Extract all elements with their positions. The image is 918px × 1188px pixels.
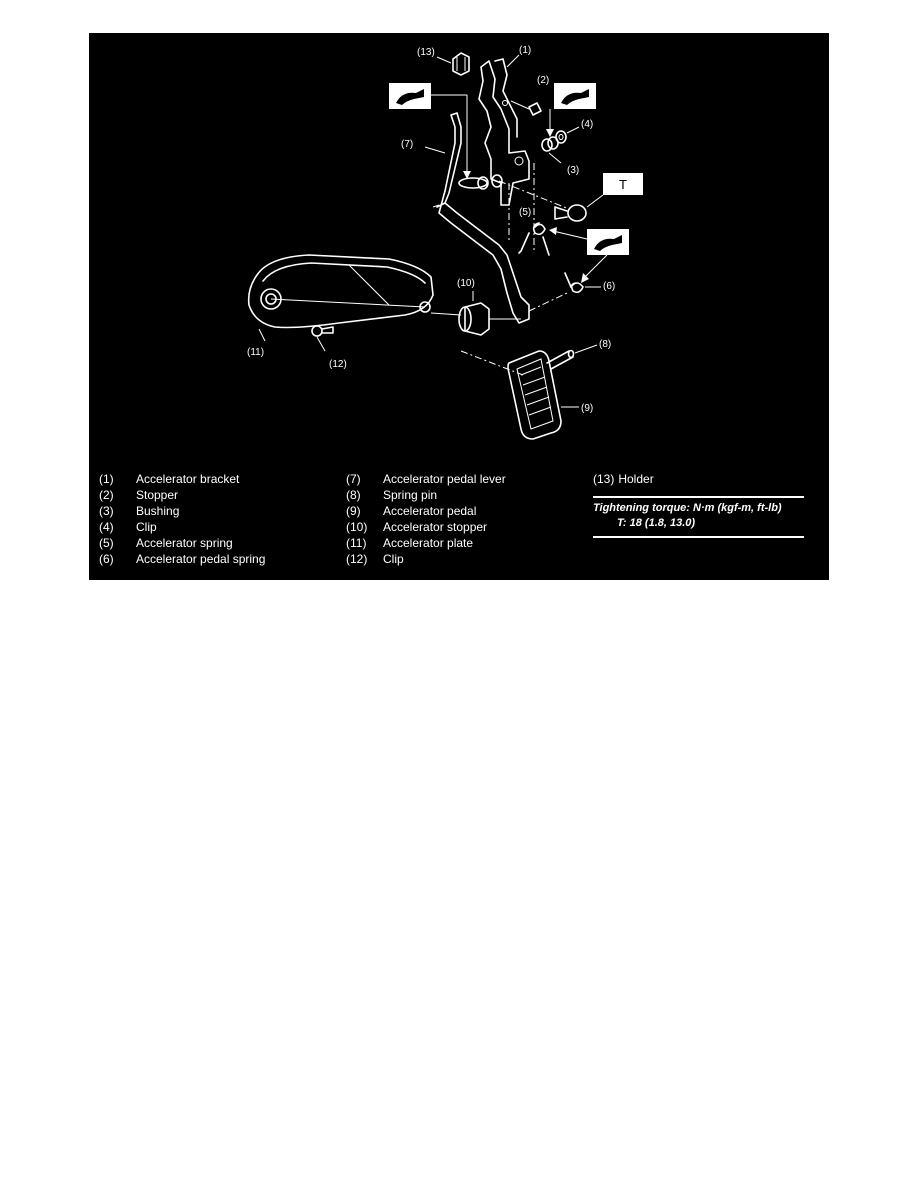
svg-text:T: T (619, 177, 627, 192)
torque-title: Tightening torque: N·m (kgf-m, ft-lb) (593, 502, 782, 514)
legend-item: (13)Holder (593, 472, 654, 486)
callout-11: (11) (247, 347, 264, 358)
legend-item: (2)Stopper (99, 488, 179, 502)
accelerator-pedal-part (507, 350, 562, 440)
callout-7: (7) (401, 139, 413, 150)
grease-symbol-icon (587, 229, 629, 255)
legend-item: (5)Accelerator spring (99, 536, 233, 550)
grease-symbol-icon (554, 83, 596, 109)
torque-symbol-box: T (603, 173, 643, 195)
legend-item: (8)Spring pin (346, 488, 438, 502)
legend-item: (6)Accelerator pedal spring (99, 552, 266, 566)
legend-item: (1)Accelerator bracket (99, 472, 240, 486)
accelerator-pedal-spring-part (564, 272, 584, 294)
torque-rule-top (593, 496, 804, 498)
callout-9: (9) (581, 403, 593, 414)
legend-item: (4)Clip (99, 520, 157, 534)
legend-item: (11)Accelerator plate (346, 536, 474, 550)
accelerator-bracket-part (478, 58, 530, 206)
legend-column-1: (1)Accelerator bracket (2)Stopper (3)Bus… (99, 471, 265, 567)
callout-5: (5) (519, 207, 531, 218)
legend-column-2: (7)Accelerator pedal lever (8)Spring pin… (346, 471, 506, 567)
legend-column-3: (13)Holder (593, 471, 654, 487)
callout-13: (13) (417, 47, 435, 58)
spring-pin-part (546, 349, 575, 370)
callout-6: (6) (603, 281, 615, 292)
legend-item: (12)Clip (346, 552, 404, 566)
legend-item: (10)Accelerator stopper (346, 520, 488, 534)
diagram-panel: (13) (1) (2) (4) (89, 33, 829, 580)
bolt-part (554, 204, 587, 222)
grease-symbol-icon (389, 83, 431, 109)
callout-8: (8) (599, 339, 611, 350)
clip-12-part (311, 325, 334, 337)
accelerator-stopper-part (458, 302, 490, 336)
exploded-view-drawing: (13) (1) (2) (4) (247, 45, 643, 440)
callout-3: (3) (567, 165, 579, 176)
legend-item: (3)Bushing (99, 504, 180, 518)
legend-item: (7)Accelerator pedal lever (346, 472, 506, 486)
callout-1: (1) (519, 45, 531, 56)
callout-4: (4) (581, 119, 593, 130)
callout-12: (12) (329, 359, 347, 370)
clip-4-part (555, 130, 567, 144)
bushing-part (541, 136, 559, 152)
holder-part (452, 52, 470, 76)
accelerator-plate-part (247, 254, 434, 329)
legend-item: (9)Accelerator pedal (346, 504, 477, 518)
torque-rule-bottom (593, 536, 804, 538)
callout-2: (2) (537, 75, 549, 86)
stopper-part (528, 102, 542, 116)
accelerator-spring-part (518, 222, 550, 256)
callout-10: (10) (457, 278, 475, 289)
accelerator-pedal-lever-part (432, 112, 530, 324)
torque-value: T: 18 (1.8, 13.0) (617, 517, 696, 529)
